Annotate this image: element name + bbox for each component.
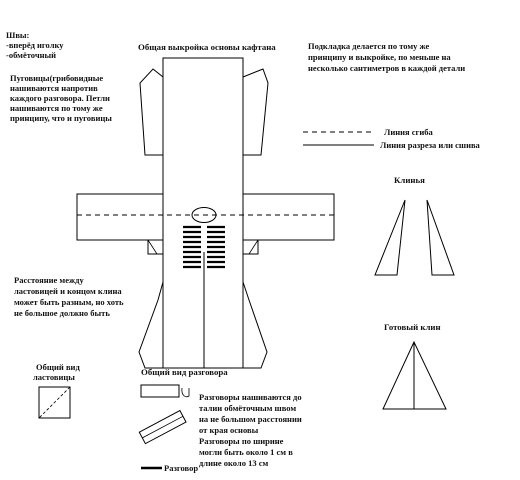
frog-closures xyxy=(183,225,225,269)
left-sleeve xyxy=(76,193,164,241)
left-lower-wedge xyxy=(138,281,164,369)
seams-note-line-2: -вперёд иголку xyxy=(6,40,64,50)
distance-note-line-3: может быть разным, но хоть xyxy=(14,297,124,307)
frog-note-line-6: могли быть около 1 см в xyxy=(199,447,293,457)
finished-wedge-title: Готовый клин xyxy=(384,322,441,332)
left-upper-wedge xyxy=(139,68,164,156)
right-upper-wedge xyxy=(242,68,269,156)
frog-title: Общий вид разговора xyxy=(141,367,228,377)
buttons-note-line-5: принципу, что и пуговицы xyxy=(10,113,112,123)
frog-note-line-7: длине около 13 см xyxy=(199,458,268,468)
frog-note: Разговоры нашиваются до талии обмёточным… xyxy=(199,392,302,468)
wedge-left xyxy=(374,199,406,276)
right-sleeve xyxy=(242,193,335,241)
seams-note-line-1: Швы: xyxy=(6,30,30,40)
lining-note-line-2: принципу и выкройке, по меньше на xyxy=(308,52,451,62)
buttons-note-line-2: нашиваются напротив xyxy=(10,83,98,93)
seams-note: Швы: -вперёд иголку -обмёточный xyxy=(6,30,64,60)
lining-note-line-1: Подкладка делается по тому же xyxy=(308,41,430,51)
legend-cut-line-label: Линия разреза или сшива xyxy=(380,140,481,150)
legend-fold-line-label: Линия сгиба xyxy=(384,127,434,137)
frog-note-line-4: от края основы xyxy=(199,425,259,435)
distance-note-line-1: Расстояние между xyxy=(14,275,84,285)
gusset-title-line-1: Общий вид xyxy=(36,362,80,372)
legend: Линия сгиба Линия разреза или сшива xyxy=(303,127,481,150)
buttons-note-line-3: каждого разговора. Петли xyxy=(10,93,110,103)
frog-note-line-3: на не большом расстоянии xyxy=(199,414,302,424)
buttons-note-line-1: Пуговицы(грибовидные xyxy=(10,73,103,83)
gusset-title-line-2: ластовицы xyxy=(33,372,75,382)
pattern-title: Общая выкройка основы кафтана xyxy=(138,42,276,52)
frog-strip-fold xyxy=(181,387,190,398)
kaftan-pattern xyxy=(76,57,335,369)
lining-note-line-3: несколько сантиметров в каждой детали xyxy=(308,63,465,73)
frog-note-line-1: Разговоры нашиваются до xyxy=(199,392,302,402)
frog-note-line-5: Разговоры по ширине xyxy=(199,436,284,446)
buttons-note-line-4: нашиваются по тому же xyxy=(10,103,103,113)
buttons-note: Пуговицы(грибовидные нашиваются напротив… xyxy=(10,73,112,123)
seams-note-line-3: -обмёточный xyxy=(6,50,56,60)
frog-legend-label: Разговор xyxy=(164,463,198,473)
distance-note-line-4: не большое должно быть xyxy=(14,308,110,318)
distance-note: Расстояние между ластовицей и концом кли… xyxy=(14,275,124,318)
lining-note: Подкладка делается по тому же принципу и… xyxy=(308,41,465,73)
gusset-square xyxy=(38,386,71,419)
gusset-diagonal xyxy=(38,386,71,419)
distance-note-line-2: ластовицей и концом клина xyxy=(14,286,122,296)
wedge-right xyxy=(426,199,455,276)
frog-note-line-2: талии обмёточным швом xyxy=(199,403,296,413)
wedge-title: Клинья xyxy=(394,175,425,185)
frog-rolled xyxy=(138,409,187,445)
right-lower-wedge xyxy=(242,281,268,369)
frog-strip xyxy=(140,384,180,398)
